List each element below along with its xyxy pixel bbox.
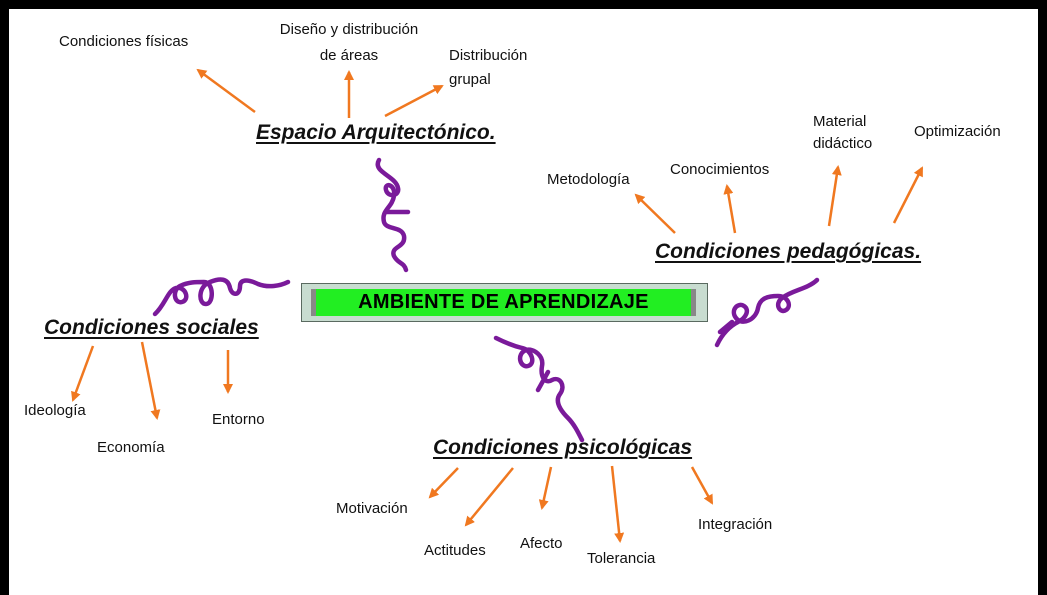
label-ideologia: Ideología bbox=[24, 402, 86, 419]
label-metodologia: Metodología bbox=[547, 171, 630, 188]
label-conocimientos: Conocimientos bbox=[670, 161, 770, 178]
connector-sociales bbox=[152, 277, 291, 317]
arrow-metodologia bbox=[634, 193, 676, 234]
label-optimizacion: Optimización bbox=[914, 123, 1001, 140]
connector-espacio bbox=[375, 157, 411, 273]
label-distribucion-grupal: Distribución grupal bbox=[449, 47, 528, 88]
arrow-economia bbox=[140, 341, 161, 420]
connector-psicologicas bbox=[493, 335, 585, 443]
label-tolerancia: Tolerancia bbox=[587, 550, 656, 567]
arrow-optimizacion bbox=[892, 166, 924, 224]
arrow-condiciones-fisicas bbox=[196, 68, 256, 114]
arrow-conocimientos bbox=[723, 184, 737, 234]
arrow-material-didactico bbox=[827, 165, 842, 227]
arrow-tolerancia bbox=[610, 465, 625, 543]
center-title: AMBIENTE DE APRENDIZAJE bbox=[311, 289, 696, 316]
label-entorno: Entorno bbox=[212, 411, 265, 428]
label-diseno-distribucion: Diseño y distribución de áreas bbox=[279, 21, 419, 64]
heading-condiciones-sociales: Condiciones sociales bbox=[44, 316, 259, 339]
connector-pedagogicas bbox=[714, 277, 820, 348]
heading-condiciones-psicologicas: Condiciones psicológicas bbox=[433, 436, 693, 459]
label-motivacion: Motivación bbox=[336, 500, 408, 517]
arrow-actitudes bbox=[464, 467, 514, 527]
center-box: AMBIENTE DE APRENDIZAJE bbox=[301, 283, 708, 322]
label-condiciones-fisicas: Condiciones físicas bbox=[59, 33, 189, 50]
heading-espacio-arquitectonico: Espacio Arquitectónico. bbox=[256, 121, 496, 144]
arrow-motivacion bbox=[428, 467, 459, 499]
heading-condiciones-pedagogicas: Condiciones pedagógicas. bbox=[655, 240, 922, 263]
label-actitudes: Actitudes bbox=[424, 542, 486, 559]
label-integracion: Integración bbox=[698, 516, 773, 533]
arrow-afecto bbox=[538, 466, 553, 510]
arrow-ideologia bbox=[71, 345, 95, 402]
label-economia: Economía bbox=[97, 439, 165, 456]
arrow-integracion bbox=[690, 466, 714, 505]
label-material-didactico: Material didáctico bbox=[813, 113, 873, 152]
label-afecto: Afecto bbox=[520, 535, 563, 552]
arrow-distribucion-grupal bbox=[384, 84, 444, 118]
